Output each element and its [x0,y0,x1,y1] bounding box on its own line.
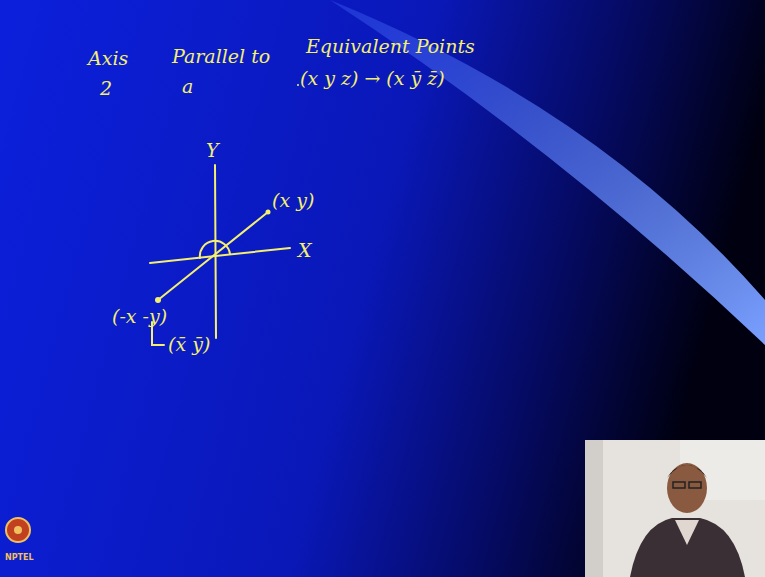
slide-label: (x y z) → (x ȳ z̄) [300,68,445,89]
logo-text: NPTEL [5,554,34,563]
slide-label: Equivalent Points [306,36,475,57]
slide-label: Parallel to [172,46,270,67]
slide-label: 2 [100,78,112,99]
slide-label: (x y) [272,190,314,211]
slide-label: (-x -y) [112,306,167,327]
slide-label: (x̄ ȳ) [168,334,210,355]
slide-label: Y [206,140,219,161]
point-dot [266,210,271,215]
presenter-video [585,440,765,577]
slide-label: a [182,76,193,97]
axes-sketch [150,85,298,345]
point-dot [155,297,161,303]
nptel-logo [6,518,30,542]
slide-label: X [298,240,312,261]
slide-label: Axis [88,48,128,69]
